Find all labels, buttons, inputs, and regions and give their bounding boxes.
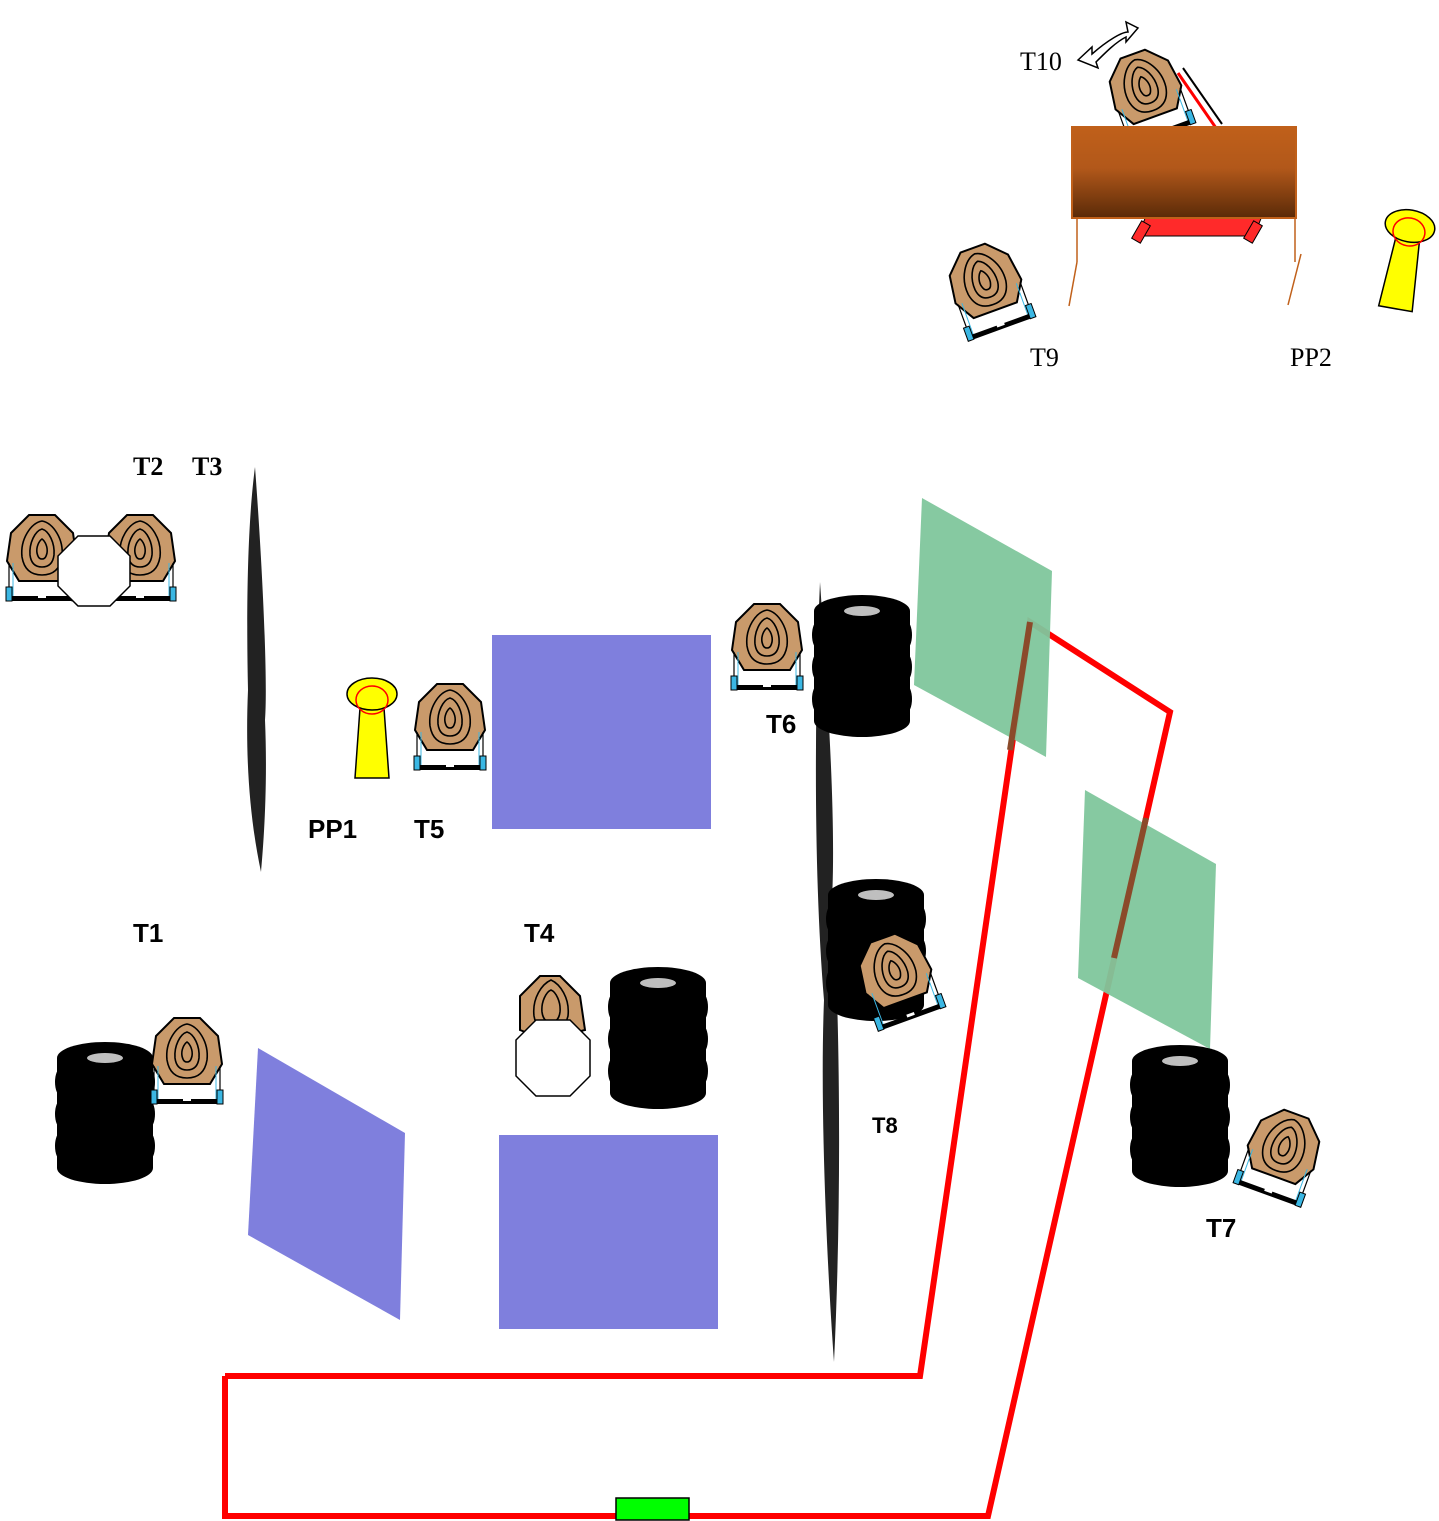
no-shoot-target-icon: [57, 535, 131, 607]
vision-barrier-right: [815, 582, 840, 1362]
target-t4: [515, 975, 591, 1097]
tire-stack-t1: [55, 1042, 155, 1184]
label-t10: T10: [1020, 47, 1062, 76]
swinger-arrow-icon: [1076, 20, 1140, 70]
target-t10: [1097, 40, 1223, 149]
fault-line: [222, 616, 1174, 1519]
popper-pp1: [346, 677, 398, 779]
tire-stack-t4: [608, 967, 708, 1109]
tire-stack-t7: [1130, 1045, 1230, 1187]
wall-blue-left: [248, 1048, 405, 1320]
label-t5: T5: [414, 814, 444, 844]
target-t6: [730, 603, 804, 691]
table-icon: [1068, 215, 1302, 307]
label-t8: T8: [872, 1113, 898, 1138]
no-shoot-target-icon: [515, 1019, 591, 1097]
popper-pp2: [1370, 205, 1439, 314]
vision-barrier-left: [247, 467, 266, 872]
label-pp1: PP1: [308, 814, 357, 844]
target-t1: [150, 1017, 224, 1105]
label-t3: T3: [192, 452, 222, 481]
label-t2: T2: [133, 452, 163, 481]
label-t1: T1: [133, 918, 163, 948]
wall-blue-lower: [499, 1135, 718, 1329]
target-t9: [937, 234, 1037, 343]
label-t9: T9: [1030, 343, 1059, 372]
wall-green-lower: [1078, 790, 1216, 1049]
label-pp2: PP2: [1290, 343, 1332, 372]
label-t6: T6: [766, 709, 796, 739]
targets-t2-t3: [5, 514, 177, 607]
label-t4: T4: [524, 918, 555, 948]
start-position-icon: [615, 1497, 690, 1521]
label-t7: T7: [1206, 1213, 1236, 1243]
target-t7: [1232, 1100, 1332, 1209]
table-top: [1071, 126, 1297, 219]
wall-blue-upper: [492, 635, 711, 829]
tire-stack-t6: [812, 595, 912, 737]
target-t5: [413, 683, 487, 771]
